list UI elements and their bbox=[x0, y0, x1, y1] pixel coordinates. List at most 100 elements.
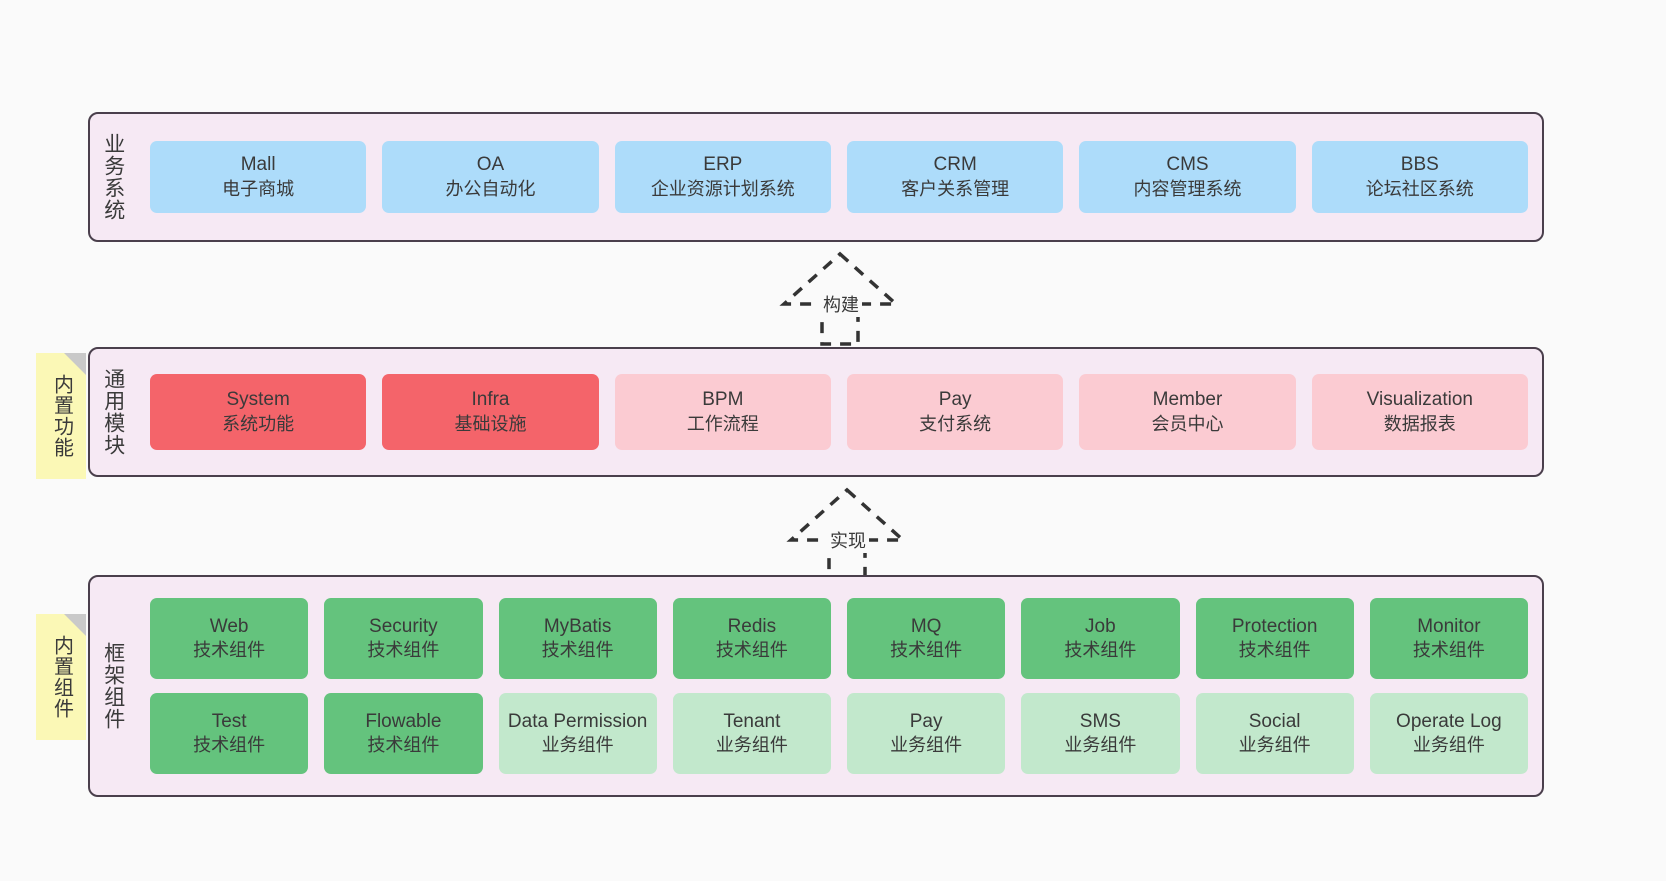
framework-business-component-row: Test 技术组件 Flowable 技术组件 Data Permission … bbox=[150, 693, 1528, 774]
card-tenant[interactable]: Tenant 业务组件 bbox=[672, 693, 831, 774]
card-protection-cn: 技术组件 bbox=[1238, 640, 1311, 661]
card-social-en: Social bbox=[1248, 710, 1301, 732]
card-oa-en: OA bbox=[476, 154, 505, 176]
card-sms-en: SMS bbox=[1079, 710, 1121, 732]
card-pay-module-en: Pay bbox=[938, 389, 972, 411]
card-data-permission-cn: 业务组件 bbox=[541, 735, 614, 756]
card-crm-en: CRM bbox=[933, 154, 977, 176]
card-visualization-cn: 数据报表 bbox=[1383, 413, 1456, 434]
card-job[interactable]: Job 技术组件 bbox=[1021, 598, 1180, 679]
card-protection[interactable]: Protection 技术组件 bbox=[1195, 598, 1354, 679]
card-bpm[interactable]: BPM 工作流程 bbox=[614, 374, 831, 450]
card-infra-cn: 基础设施 bbox=[454, 413, 527, 434]
sticky-fold-corner-icon bbox=[64, 353, 86, 375]
sticky-note-builtin-function-label: 内置功能 bbox=[50, 374, 73, 458]
sticky-note-builtin-component-label: 内置组件 bbox=[50, 635, 73, 719]
card-data-permission[interactable]: Data Permission 业务组件 bbox=[498, 693, 657, 774]
card-crm[interactable]: CRM 客户关系管理 bbox=[846, 141, 1064, 213]
card-bpm-cn: 工作流程 bbox=[686, 413, 759, 434]
card-flowable-cn: 技术组件 bbox=[367, 735, 440, 756]
card-mq-cn: 技术组件 bbox=[890, 640, 963, 661]
card-flowable-en: Flowable bbox=[365, 710, 442, 732]
card-member[interactable]: Member 会员中心 bbox=[1079, 374, 1296, 450]
card-cms[interactable]: CMS 内容管理系统 bbox=[1079, 141, 1296, 213]
card-monitor-en: Monitor bbox=[1417, 615, 1481, 637]
card-mybatis[interactable]: MyBatis 技术组件 bbox=[498, 598, 657, 679]
framework-component-layer-body: Web 技术组件 Security 技术组件 MyBatis 技术组件 Redi… bbox=[136, 577, 1542, 795]
card-system-en: System bbox=[226, 389, 290, 411]
card-social-cn: 业务组件 bbox=[1238, 735, 1311, 756]
card-visualization-en: Visualization bbox=[1366, 389, 1473, 411]
implement-generalization-arrow: 实现 bbox=[752, 484, 942, 584]
common-module-layer-body: System 系统功能 Infra 基础设施 BPM 工作流程 Pay 支付系统… bbox=[136, 349, 1542, 475]
card-erp-en: ERP bbox=[703, 154, 743, 176]
card-operate-log-en: Operate Log bbox=[1396, 710, 1502, 732]
card-mall-en: Mall bbox=[240, 154, 276, 176]
business-system-layer: 业务系统 Mall 电子商城 OA 办公自动化 ERP 企业资源计划系统 CRM… bbox=[88, 112, 1544, 242]
card-test-cn: 技术组件 bbox=[193, 735, 266, 756]
card-web[interactable]: Web 技术组件 bbox=[150, 598, 309, 679]
card-redis[interactable]: Redis 技术组件 bbox=[672, 598, 831, 679]
card-crm-cn: 客户关系管理 bbox=[901, 178, 1010, 199]
card-security[interactable]: Security 技术组件 bbox=[324, 598, 483, 679]
card-bbs-cn: 论坛社区系统 bbox=[1365, 178, 1474, 199]
framework-component-layer: 框架组件 Web 技术组件 Security 技术组件 MyBatis 技术组件… bbox=[88, 575, 1544, 797]
card-pay-component-en: Pay bbox=[909, 710, 943, 732]
build-generalization-arrow: 构建 bbox=[745, 248, 935, 348]
card-redis-en: Redis bbox=[727, 615, 777, 637]
card-pay-component-cn: 业务组件 bbox=[890, 735, 963, 756]
card-flowable[interactable]: Flowable 技术组件 bbox=[324, 693, 483, 774]
card-redis-cn: 技术组件 bbox=[715, 640, 788, 661]
card-oa[interactable]: OA 办公自动化 bbox=[382, 141, 599, 213]
implement-arrow-path bbox=[786, 487, 908, 582]
card-mq[interactable]: MQ 技术组件 bbox=[847, 598, 1006, 679]
card-security-cn: 技术组件 bbox=[367, 640, 440, 661]
card-mybatis-cn: 技术组件 bbox=[541, 640, 614, 661]
card-protection-en: Protection bbox=[1231, 615, 1318, 637]
business-system-layer-body: Mall 电子商城 OA 办公自动化 ERP 企业资源计划系统 CRM 客户关系… bbox=[136, 114, 1542, 240]
business-system-layer-title: 业务系统 bbox=[101, 133, 125, 221]
card-tenant-cn: 业务组件 bbox=[715, 735, 788, 756]
card-member-cn: 会员中心 bbox=[1151, 413, 1224, 434]
card-data-permission-en: Data Permission bbox=[507, 710, 648, 732]
card-erp[interactable]: ERP 企业资源计划系统 bbox=[614, 141, 831, 213]
card-job-cn: 技术组件 bbox=[1064, 640, 1137, 661]
card-tenant-en: Tenant bbox=[723, 710, 781, 732]
sticky-note-builtin-component: 内置组件 bbox=[36, 614, 86, 740]
card-oa-cn: 办公自动化 bbox=[445, 178, 536, 199]
card-operate-log-cn: 业务组件 bbox=[1412, 735, 1485, 756]
card-member-en: Member bbox=[1152, 389, 1223, 411]
card-sms[interactable]: SMS 业务组件 bbox=[1021, 693, 1180, 774]
card-pay-component[interactable]: Pay 业务组件 bbox=[847, 693, 1006, 774]
card-monitor[interactable]: Monitor 技术组件 bbox=[1369, 598, 1528, 679]
card-web-cn: 技术组件 bbox=[193, 640, 266, 661]
card-visualization[interactable]: Visualization 数据报表 bbox=[1311, 374, 1528, 450]
card-test[interactable]: Test 技术组件 bbox=[150, 693, 309, 774]
card-erp-cn: 企业资源计划系统 bbox=[650, 178, 795, 199]
build-arrow-path bbox=[779, 251, 901, 346]
card-bbs-en: BBS bbox=[1400, 154, 1439, 176]
framework-tech-component-row: Web 技术组件 Security 技术组件 MyBatis 技术组件 Redi… bbox=[150, 598, 1528, 679]
implement-arrow-svg bbox=[786, 487, 908, 582]
card-monitor-cn: 技术组件 bbox=[1412, 640, 1485, 661]
implement-arrow-label: 实现 bbox=[827, 527, 869, 553]
card-bbs[interactable]: BBS 论坛社区系统 bbox=[1311, 141, 1528, 213]
card-system-cn: 系统功能 bbox=[222, 413, 295, 434]
card-bpm-en: BPM bbox=[702, 389, 744, 411]
card-system[interactable]: System 系统功能 bbox=[150, 374, 367, 450]
card-web-en: Web bbox=[209, 615, 249, 637]
build-arrow-label: 构建 bbox=[820, 291, 862, 317]
card-social[interactable]: Social 业务组件 bbox=[1195, 693, 1354, 774]
card-infra-en: Infra bbox=[471, 389, 510, 411]
card-cms-cn: 内容管理系统 bbox=[1133, 178, 1242, 199]
card-test-en: Test bbox=[211, 710, 247, 732]
card-operate-log[interactable]: Operate Log 业务组件 bbox=[1369, 693, 1528, 774]
build-arrow-svg bbox=[779, 251, 901, 346]
framework-component-layer-title: 框架组件 bbox=[101, 642, 125, 730]
card-infra[interactable]: Infra 基础设施 bbox=[382, 374, 599, 450]
card-pay-module-cn: 支付系统 bbox=[919, 413, 992, 434]
card-mall[interactable]: Mall 电子商城 bbox=[150, 141, 367, 213]
card-security-en: Security bbox=[369, 615, 438, 637]
common-module-layer: 通用模块 System 系统功能 Infra 基础设施 BPM 工作流程 Pay… bbox=[88, 347, 1544, 477]
card-pay-module[interactable]: Pay 支付系统 bbox=[846, 374, 1064, 450]
